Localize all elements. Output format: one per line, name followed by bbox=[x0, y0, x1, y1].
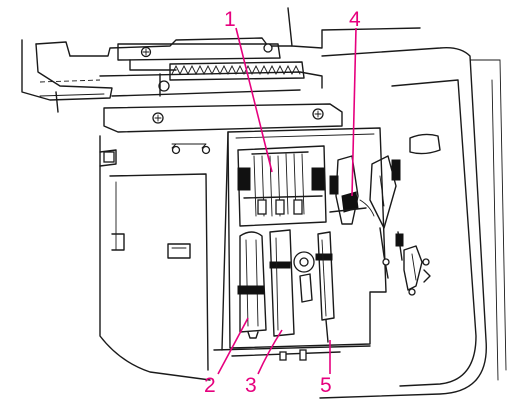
callout-label-4: 4 bbox=[349, 8, 361, 31]
callout-leaders bbox=[217, 27, 357, 375]
needle-tool bbox=[315, 231, 335, 343]
left-side-cover bbox=[99, 135, 211, 381]
tension-spring bbox=[169, 61, 305, 81]
mounting-plate bbox=[103, 103, 343, 133]
callout-label-1: 1 bbox=[224, 8, 236, 31]
presser-foot-assembly bbox=[329, 155, 375, 225]
hinge-bar bbox=[99, 43, 323, 97]
machine-bed-right bbox=[319, 46, 507, 399]
right-side-parts bbox=[369, 155, 431, 296]
leader-2 bbox=[217, 317, 249, 375]
leader-3 bbox=[257, 329, 283, 375]
bobbin-screw bbox=[293, 251, 315, 303]
callout-label-2: 2 bbox=[204, 374, 216, 397]
flat-tool bbox=[269, 229, 295, 337]
callout-label-5: 5 bbox=[320, 374, 332, 397]
callout-label-3: 3 bbox=[245, 374, 257, 397]
leader-1 bbox=[235, 27, 273, 173]
screwdriver bbox=[237, 231, 267, 339]
machine-upper-arm bbox=[21, 7, 421, 113]
needle-case bbox=[237, 145, 327, 227]
callout-labels: 1 4 2 3 5 bbox=[204, 8, 361, 397]
accessory-compartment bbox=[213, 127, 387, 361]
leader-4 bbox=[351, 27, 357, 197]
